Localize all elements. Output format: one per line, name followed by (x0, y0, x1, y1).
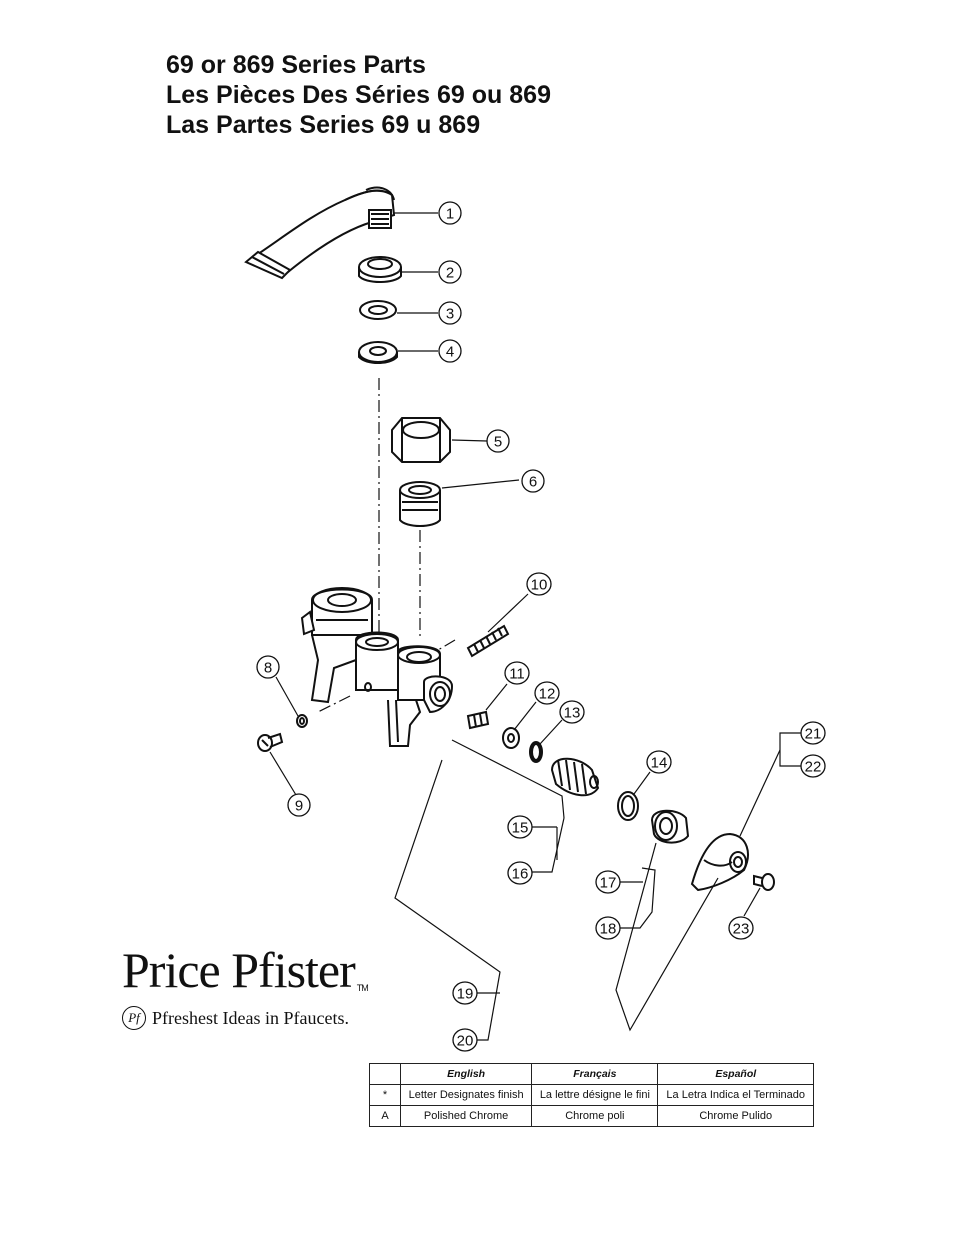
callout-10: 10 (526, 572, 552, 596)
callout-markers: 1 2 3 4 5 6 8 9 10 11 12 13 14 15 16 17 … (256, 201, 826, 1052)
table-cell: Polished Chrome (399, 1105, 533, 1127)
faucet-body-part (300, 587, 454, 747)
svg-text:11: 11 (509, 666, 525, 683)
o-ring-part (529, 741, 543, 763)
table-header-spanish: Español (657, 1063, 814, 1085)
svg-text:8: 8 (264, 660, 272, 677)
logo-tagline-text: Pfreshest Ideas in Pfaucets. (152, 1007, 349, 1028)
table-header-french: Français (531, 1063, 659, 1085)
hex-nut-part (391, 417, 451, 463)
finish-code-table: English Français Español * Letter Design… (369, 1063, 814, 1127)
svg-text:20: 20 (457, 1033, 474, 1050)
table-cell: Letter Designates finish (399, 1084, 533, 1106)
svg-text:19: 19 (457, 986, 474, 1003)
ring-part (358, 341, 398, 364)
callout-15: 15 (507, 815, 533, 839)
callout-22: 22 (800, 754, 826, 778)
svg-text:2: 2 (446, 265, 454, 282)
logo-wordmark-text: Price Pfister (122, 942, 356, 998)
svg-text:17: 17 (600, 875, 617, 892)
adapter-part (399, 481, 441, 527)
svg-text:1: 1 (446, 206, 454, 223)
table-cell: La Letra Indica el Terminado (657, 1084, 814, 1106)
svg-text:9: 9 (295, 798, 303, 815)
callout-21: 21 (800, 721, 826, 745)
title-spanish: Las Partes Series 69 u 869 (166, 111, 481, 139)
title-french: Les Pièces Des Séries 69 ou 869 (166, 81, 551, 109)
callout-6: 6 (521, 469, 545, 493)
table-cell: Chrome poli (531, 1105, 659, 1127)
washer-part (359, 300, 397, 320)
logo-trademark: TM (356, 983, 369, 993)
callout-8: 8 (256, 655, 280, 679)
svg-text:14: 14 (651, 755, 668, 772)
handle-screw-part (753, 873, 775, 891)
pf-monogram-icon: Pf (122, 1006, 146, 1030)
callout-23: 23 (728, 916, 754, 940)
bonnet-ring-part (617, 791, 639, 821)
callout-2: 2 (438, 260, 462, 284)
table-header-english: English (399, 1063, 533, 1085)
assembly-axis-lines (317, 378, 456, 713)
svg-text:10: 10 (531, 577, 548, 594)
screw-part (257, 732, 284, 752)
table-cell: * (369, 1084, 401, 1106)
svg-text:5: 5 (494, 434, 502, 451)
bonnet-nut-part (650, 809, 690, 844)
table-cell: La lettre désigne le fini (531, 1084, 659, 1106)
callout-1: 1 (438, 201, 462, 225)
table-row: * Letter Designates finish La lettre dés… (369, 1084, 814, 1106)
svg-text:6: 6 (529, 474, 537, 491)
table-row: A Polished Chrome Chrome poli Chrome Pul… (369, 1105, 814, 1127)
callout-13: 13 (559, 700, 585, 724)
logo-tagline: Pf Pfreshest Ideas in Pfaucets. (122, 1006, 366, 1030)
svg-text:23: 23 (733, 921, 750, 938)
svg-text:18: 18 (600, 921, 617, 938)
table-cell: Chrome Pulido (657, 1105, 814, 1127)
callout-5: 5 (486, 429, 510, 453)
callout-20: 20 (452, 1028, 478, 1052)
callout-12: 12 (534, 681, 560, 705)
svg-text:16: 16 (512, 866, 529, 883)
table-header-row: English Français Español (369, 1063, 814, 1085)
washer-small-part (296, 714, 308, 728)
svg-text:13: 13 (564, 705, 581, 722)
page-title-block: 69 or 869 Series Parts Les Pièces Des Sé… (166, 50, 551, 140)
svg-text:21: 21 (805, 726, 822, 743)
callout-9: 9 (287, 793, 311, 817)
svg-text:4: 4 (446, 344, 454, 361)
seat-spring-part (466, 710, 490, 730)
callout-3: 3 (438, 301, 462, 325)
leader-lines (269, 212, 803, 1041)
callout-18: 18 (595, 916, 621, 940)
callout-19: 19 (452, 981, 478, 1005)
svg-text:15: 15 (512, 820, 529, 837)
table-cell: A (369, 1105, 401, 1127)
callout-14: 14 (646, 750, 672, 774)
table-header-code (369, 1063, 401, 1085)
seat-part (502, 727, 520, 749)
stem-part (550, 757, 600, 797)
svg-text:12: 12 (539, 686, 556, 703)
callout-17: 17 (595, 870, 621, 894)
callout-16: 16 (507, 861, 533, 885)
handle-part (690, 832, 749, 892)
callout-11: 11 (504, 661, 530, 685)
spout-nut-part (358, 256, 402, 283)
spring-part (466, 624, 510, 658)
svg-text:3: 3 (446, 306, 454, 323)
spout-part (244, 186, 396, 280)
callout-4: 4 (438, 339, 462, 363)
svg-text:22: 22 (805, 759, 822, 776)
title-english: 69 or 869 Series Parts (166, 51, 426, 79)
